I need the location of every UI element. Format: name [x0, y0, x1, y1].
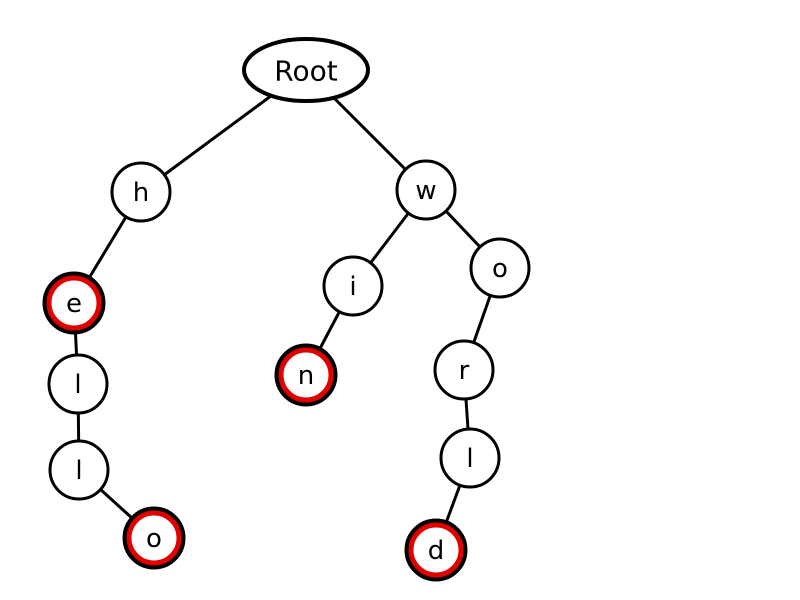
node-label: i: [349, 272, 356, 302]
node-label: l: [466, 444, 473, 474]
node-label: o: [492, 254, 508, 284]
word-end-marker: [46, 275, 102, 331]
node-l3: l: [439, 427, 501, 489]
node-label: l: [75, 456, 82, 486]
node-h: h: [110, 161, 172, 223]
node-e: e: [42, 271, 106, 335]
node-l1: l: [47, 353, 109, 415]
node-shape: [439, 427, 501, 489]
node-label: r: [459, 356, 470, 386]
node-label: d: [428, 536, 445, 566]
node-d: d: [404, 518, 468, 582]
node-label: o: [146, 524, 162, 554]
node-shape: [47, 353, 109, 415]
nodes-layer: Root h e l l o w i n o r l d: [42, 37, 531, 582]
node-label: n: [298, 361, 314, 391]
word-end-marker: [408, 522, 464, 578]
node-shape: [469, 237, 531, 299]
node-l2: l: [48, 439, 110, 501]
node-label: Root: [274, 55, 337, 88]
node-shape: [322, 255, 384, 317]
node-w: w: [395, 159, 457, 221]
word-end-marker: [278, 347, 334, 403]
node-shape: [110, 161, 172, 223]
node-i: i: [322, 255, 384, 317]
node-label: w: [415, 176, 436, 206]
word-end-outer-ring: [42, 271, 106, 335]
word-end-outer-ring: [404, 518, 468, 582]
node-label: h: [133, 178, 149, 208]
node-root: Root: [242, 37, 370, 103]
word-end-outer-ring: [122, 506, 186, 570]
edges-layer: [72, 68, 502, 551]
node-shape: [242, 37, 370, 103]
word-end-outer-ring: [274, 343, 338, 407]
node-label: l: [74, 370, 81, 400]
node-label: e: [66, 289, 82, 319]
node-o1: o: [122, 506, 186, 570]
node-r: r: [433, 339, 495, 401]
node-shape: [395, 159, 457, 221]
node-shape: [433, 339, 495, 401]
word-end-marker: [126, 510, 182, 566]
node-shape: [48, 439, 110, 501]
node-o2: o: [469, 237, 531, 299]
node-n: n: [274, 343, 338, 407]
